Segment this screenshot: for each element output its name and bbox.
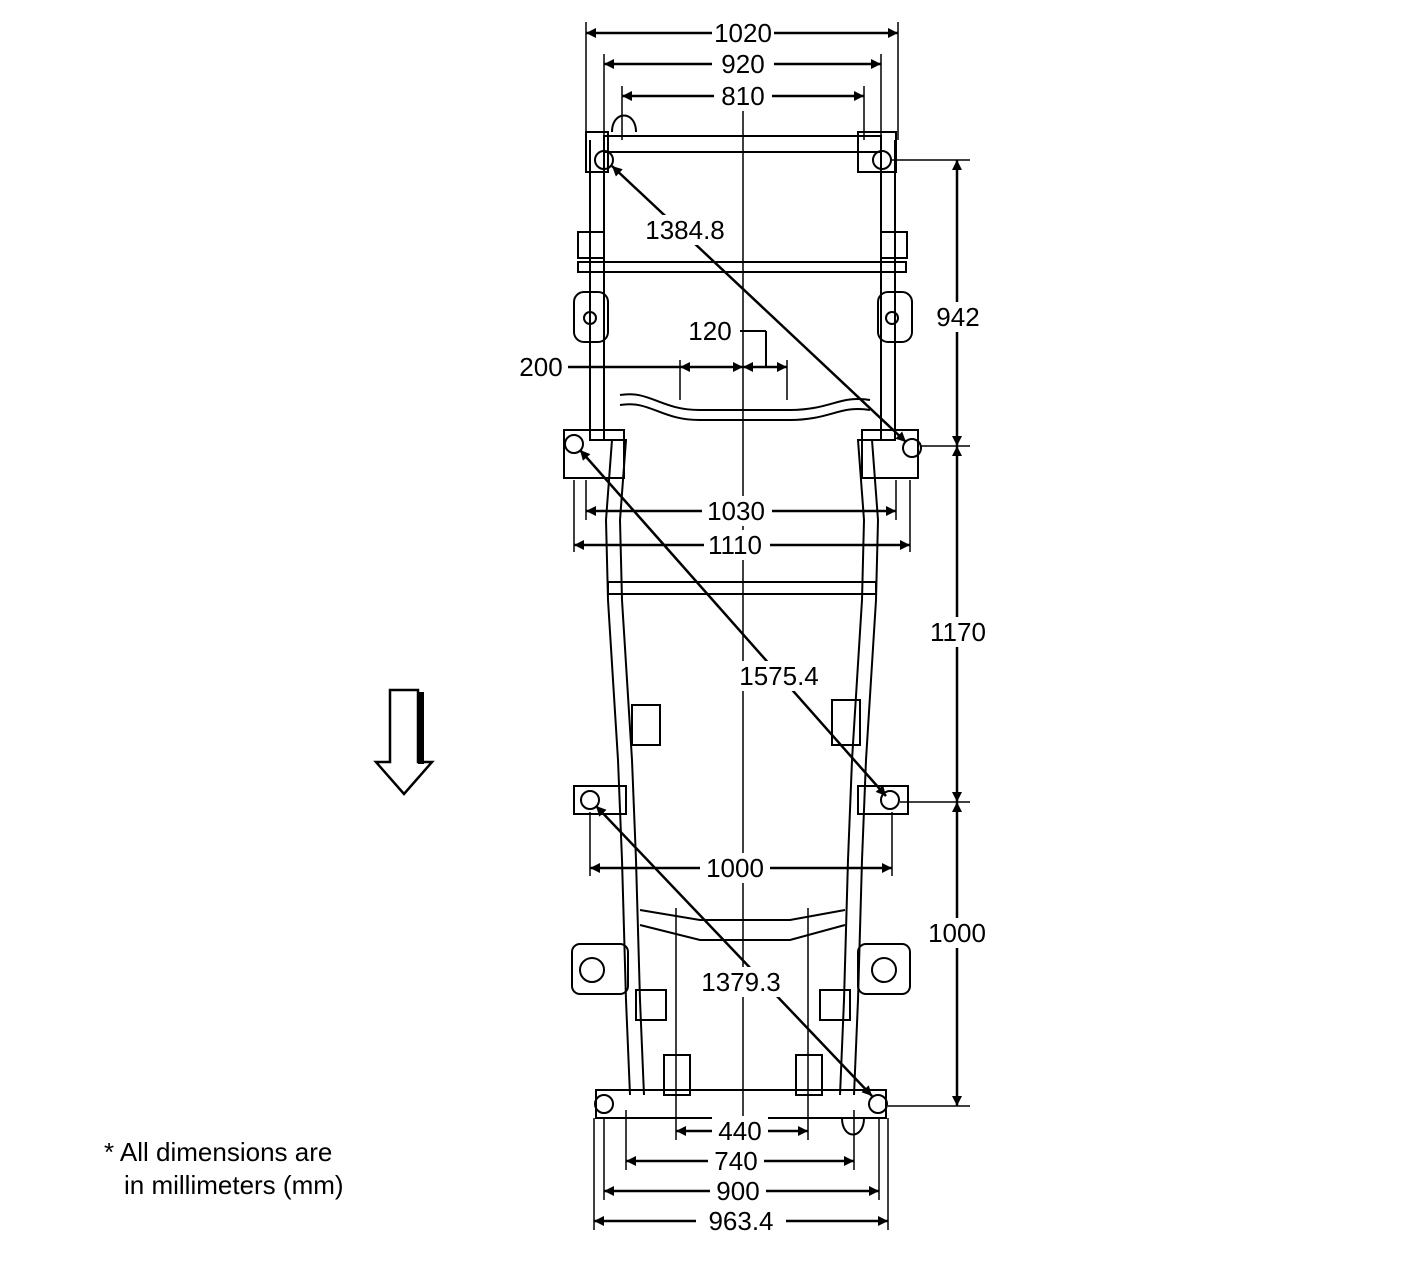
- label-440: 440: [718, 1116, 761, 1146]
- label-1170: 1170: [930, 617, 986, 647]
- note-asterisk: *: [104, 1137, 115, 1167]
- label-1575-4: 1575.4: [739, 661, 819, 691]
- note-line1: All dimensions are: [119, 1137, 333, 1167]
- label-1030: 1030: [707, 496, 765, 526]
- rear-tow-hook: [841, 1117, 865, 1136]
- label-1110: 1110: [708, 530, 762, 560]
- label-900: 900: [716, 1176, 759, 1206]
- left-mount-tab: [577, 231, 605, 259]
- stabilizer-bar: [619, 393, 871, 411]
- label-810: 810: [721, 81, 764, 111]
- label-200: 200: [519, 352, 562, 382]
- label-942: 942: [936, 302, 979, 332]
- label-1000-width: 1000: [706, 853, 764, 883]
- label-920: 920: [721, 49, 764, 79]
- right-spring-hanger: [857, 943, 911, 995]
- right-mid-mount: [861, 429, 919, 479]
- front-crossmember: [603, 135, 882, 153]
- label-740: 740: [714, 1146, 757, 1176]
- label-1000-length: 1000: [928, 918, 986, 948]
- label-1020: 1020: [714, 18, 772, 48]
- dim-line-1575: [579, 449, 887, 797]
- label-963-4: 963.4: [708, 1206, 773, 1236]
- right-bumper: [819, 989, 851, 1021]
- tow-hook: [611, 114, 637, 133]
- units-note: * All dimensions are in millimeters (mm): [104, 1136, 344, 1202]
- center-crossmember: [607, 581, 877, 595]
- left-body-mount: [573, 291, 609, 343]
- reference-holes: [564, 150, 922, 1114]
- left-mid-mount: [563, 429, 625, 479]
- dim-line-1379: [595, 805, 873, 1097]
- label-1379-3: 1379.3: [701, 967, 781, 997]
- label-120: 120: [688, 316, 731, 346]
- dim-line-1384: [611, 165, 907, 443]
- dimension-labels: 1020 920 810 1384.8 942 120 200 1030 111…: [519, 18, 992, 1236]
- left-side-bracket: [631, 704, 661, 746]
- rear-end-crossmember: [595, 1089, 887, 1119]
- note-line2: in millimeters (mm): [124, 1170, 344, 1200]
- label-1384-8: 1384.8: [645, 215, 725, 245]
- second-crossmember: [577, 261, 907, 273]
